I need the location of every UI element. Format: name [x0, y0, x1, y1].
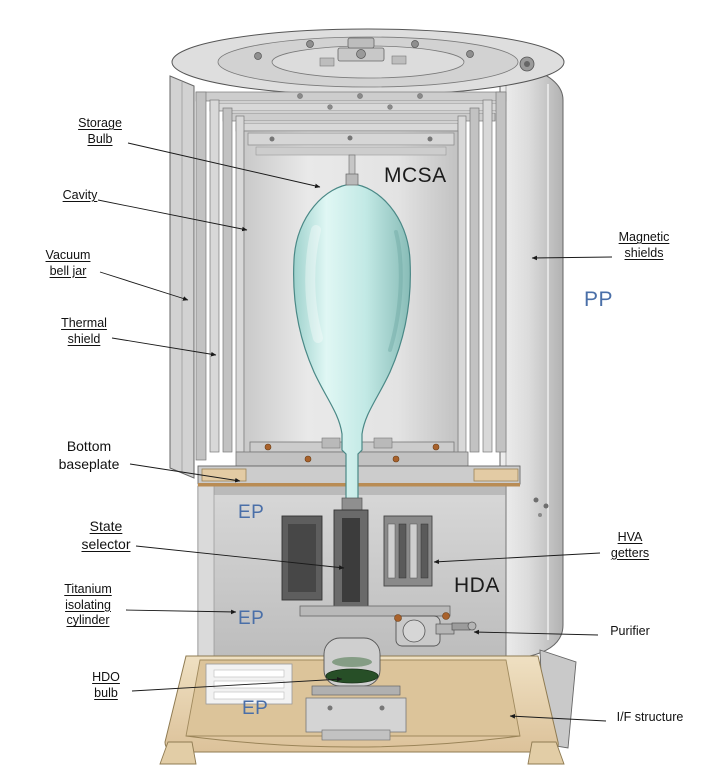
if-structure-base [159, 655, 565, 765]
label-hda: HDA [454, 574, 500, 597]
magnetic-shield-layers [195, 91, 507, 461]
hdo-bulb-shape [311, 637, 401, 696]
label-state-selector: State selector [81, 518, 131, 552]
label-ep-bottom: EP [242, 698, 269, 719]
label-thermal-shield: Thermal shield [61, 316, 107, 346]
outer-shell-wall [499, 63, 564, 661]
lower-components [281, 497, 477, 741]
top-lid [171, 28, 565, 96]
hva-getters-shape [383, 515, 433, 587]
vacuum-bell-jar-wall [169, 75, 195, 479]
label-cavity: Cavity [62, 188, 98, 202]
label-hdo-bulb: HDO bulb [92, 670, 120, 700]
label-if-structure: I/F structure [616, 710, 684, 724]
label-vacuum-bell-jar: Vacuum bell jar [45, 248, 91, 278]
label-magnetic-shields: Magnetic shields [618, 230, 670, 260]
purifier-shape [394, 612, 477, 647]
label-hva-getters: HVA getters [610, 530, 650, 560]
label-bottom-baseplate: Bottom baseplate [58, 438, 120, 472]
label-purifier: Purifier [610, 624, 650, 638]
label-mcsa: MCSA [384, 164, 447, 187]
label-titanium-isolating-cylinder: Titanium isolating cylinder [64, 582, 112, 628]
label-ep-mid: EP [238, 608, 265, 629]
label-storage-bulb: Storage Bulb [78, 116, 122, 146]
label-ep-top: EP [238, 502, 265, 523]
state-selector-shape [333, 497, 369, 611]
label-pp: PP [584, 288, 614, 311]
leader-lines [97, 142, 613, 722]
